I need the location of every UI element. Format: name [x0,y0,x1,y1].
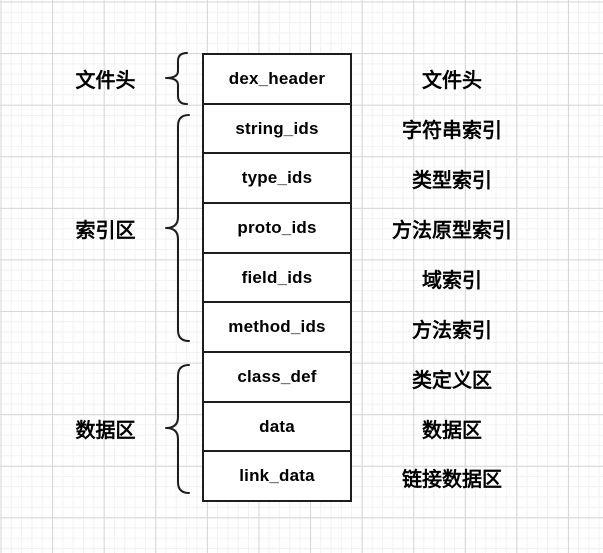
section-label-index-area: 索引区 [75,219,136,242]
box-row-proto-ids: proto_ids [204,204,350,254]
curly-brace-index-area [165,114,190,342]
description-proto-ids: 方法原型索引 [392,219,512,242]
box-row-method-ids: method_ids [204,303,350,354]
box-row-string-ids: string_ids [204,105,350,155]
curly-brace-data-area [165,364,190,494]
box-row-link-data: link_data [239,466,315,486]
box-row-data: data [204,403,350,453]
description-data: 数据区 [422,419,482,442]
curly-brace-file-header [165,52,188,105]
description-class-def: 类定义区 [412,369,492,392]
box-row-class-def: class_def [204,353,350,403]
section-label-data-area: 数据区 [75,419,136,442]
description-method-ids: 方法索引 [412,319,492,342]
description-string-ids: 字符串索引 [402,119,502,142]
description-type-ids: 类型索引 [412,169,492,192]
description-dex-header: 文件头 [422,69,482,92]
section-label-file-header: 文件头 [75,69,136,92]
dex-structure-box-stack: dex_header string_ids type_ids proto_ids… [202,53,352,502]
box-row-field-ids: field_ids [204,254,350,304]
description-link-data: 链接数据区 [402,468,502,491]
box-row-type-ids: type_ids [204,154,350,205]
description-field-ids: 域索引 [422,269,482,292]
box-row-dex-header: dex_header [204,55,350,105]
